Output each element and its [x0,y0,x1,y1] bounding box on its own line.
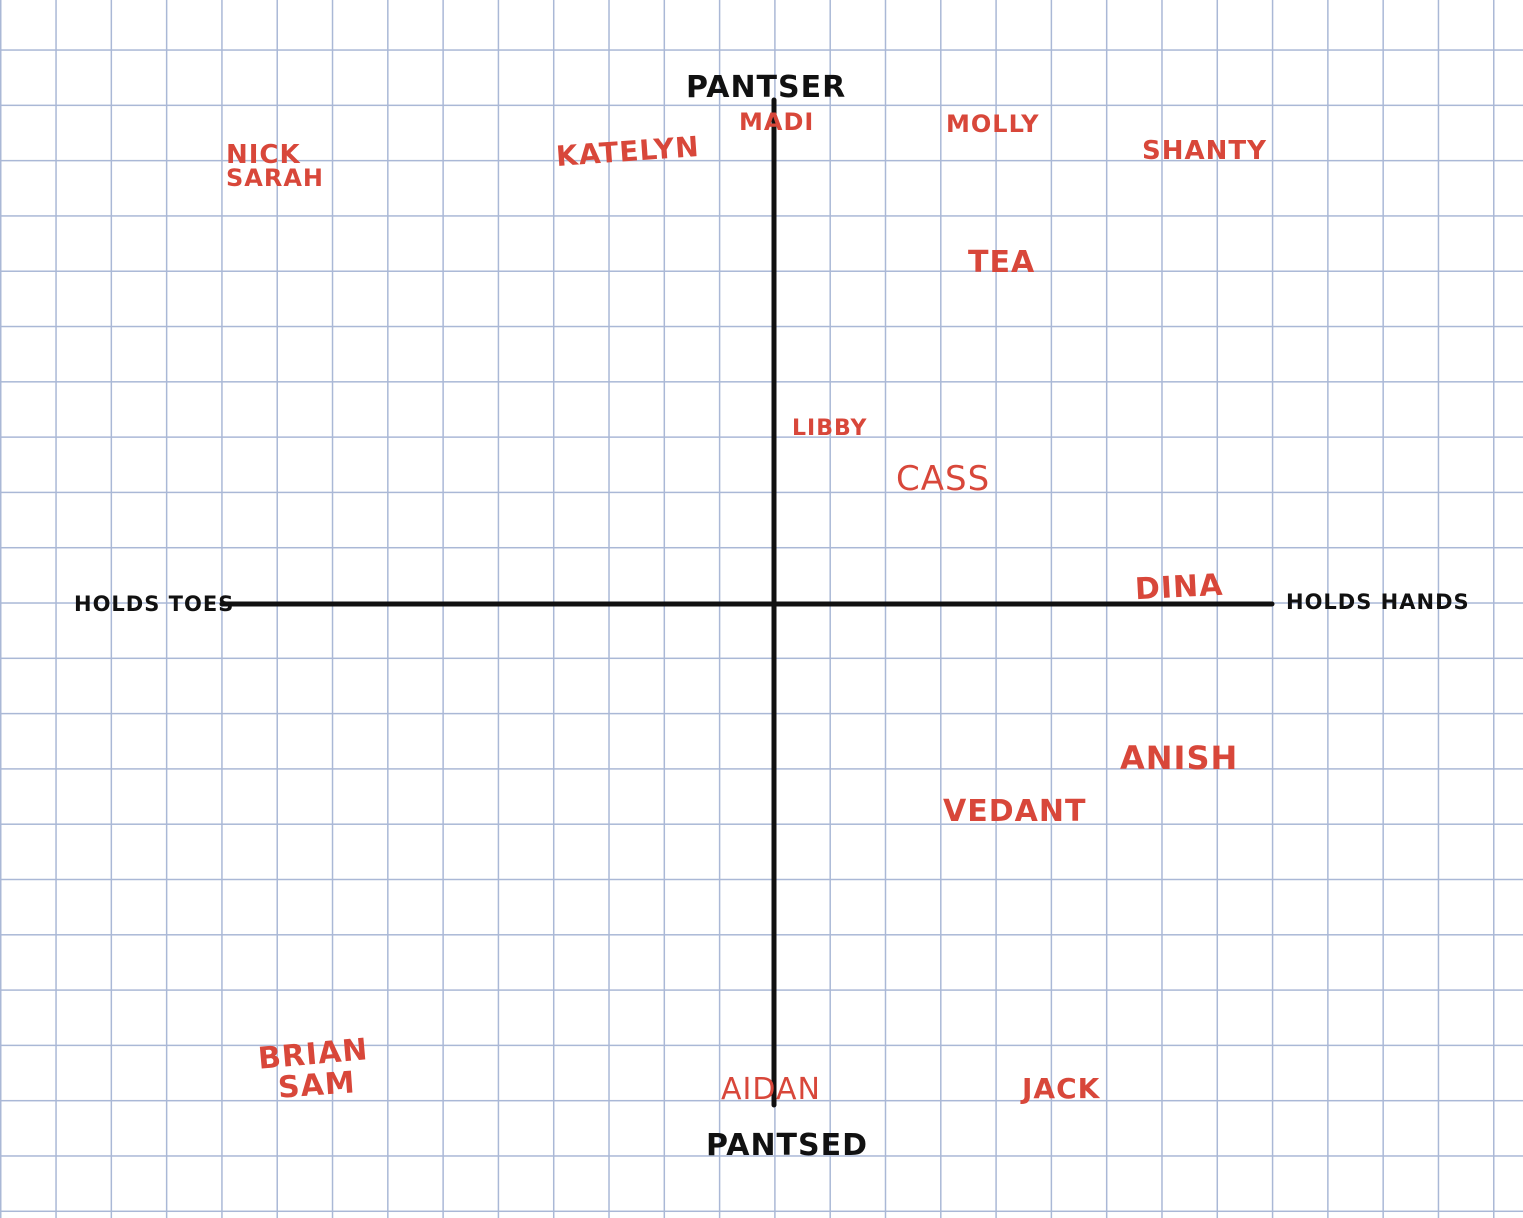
name-libby: LIBBY [792,416,868,441]
axis-label-bottom: PANTSED [706,1128,869,1163]
name-anish: ANISH [1120,739,1239,777]
name-sarah: SARAH [226,164,324,192]
name-cass: CASS [896,459,991,499]
name-molly: MOLLY [946,110,1040,138]
name-tea: TEA [968,245,1036,280]
name-dina: DINA [1134,567,1225,608]
axis-label-top: PANTSER [686,70,847,105]
axis-label-left: HOLDS TOES [74,592,235,616]
axis-label-right: HOLDS HANDS [1286,590,1470,614]
name-nick: NICK [226,140,301,170]
name-jack: JACK [1022,1072,1101,1105]
name-shanty: SHANTY [1142,136,1267,166]
name-sam: SAM [276,1065,357,1106]
name-aidan: AIDAN [721,1072,821,1107]
name-vedant: VEDANT [943,794,1087,829]
name-madi: MADI [739,108,815,136]
